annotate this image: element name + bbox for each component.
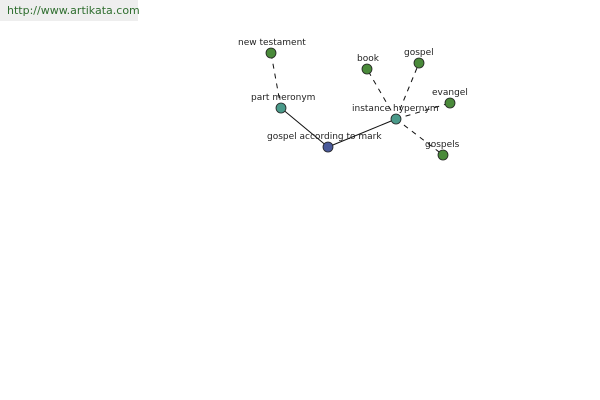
node-gospels[interactable] <box>437 149 449 161</box>
edge-center-to-part-meronym <box>280 107 329 148</box>
node-gospel[interactable] <box>413 57 425 69</box>
node-evangel[interactable] <box>444 97 456 109</box>
node-book[interactable] <box>361 63 373 75</box>
label-part-meronym[interactable]: part meronym <box>251 93 315 103</box>
edge-instance-hypernym-to-gospel <box>395 62 420 120</box>
label-new-testament[interactable]: new testament <box>238 38 306 48</box>
label-instance-hypernym[interactable]: instance hypernym <box>352 104 439 114</box>
label-evangel[interactable]: evangel <box>432 88 468 98</box>
node-part-meronym[interactable] <box>275 102 287 114</box>
node-gospel-according-to-mark[interactable] <box>322 141 334 153</box>
label-gospel-according-to-mark[interactable]: gospel according to mark <box>267 132 382 142</box>
node-instance-hypernym[interactable] <box>390 113 402 125</box>
edge-center-to-instance-hypernym <box>327 118 397 148</box>
label-gospel[interactable]: gospel <box>404 48 434 58</box>
site-url-link[interactable]: http://www.artikata.com <box>0 0 140 21</box>
label-book[interactable]: book <box>357 54 380 64</box>
node-new-testament[interactable] <box>265 47 277 59</box>
label-gospels[interactable]: gospels <box>425 140 460 150</box>
